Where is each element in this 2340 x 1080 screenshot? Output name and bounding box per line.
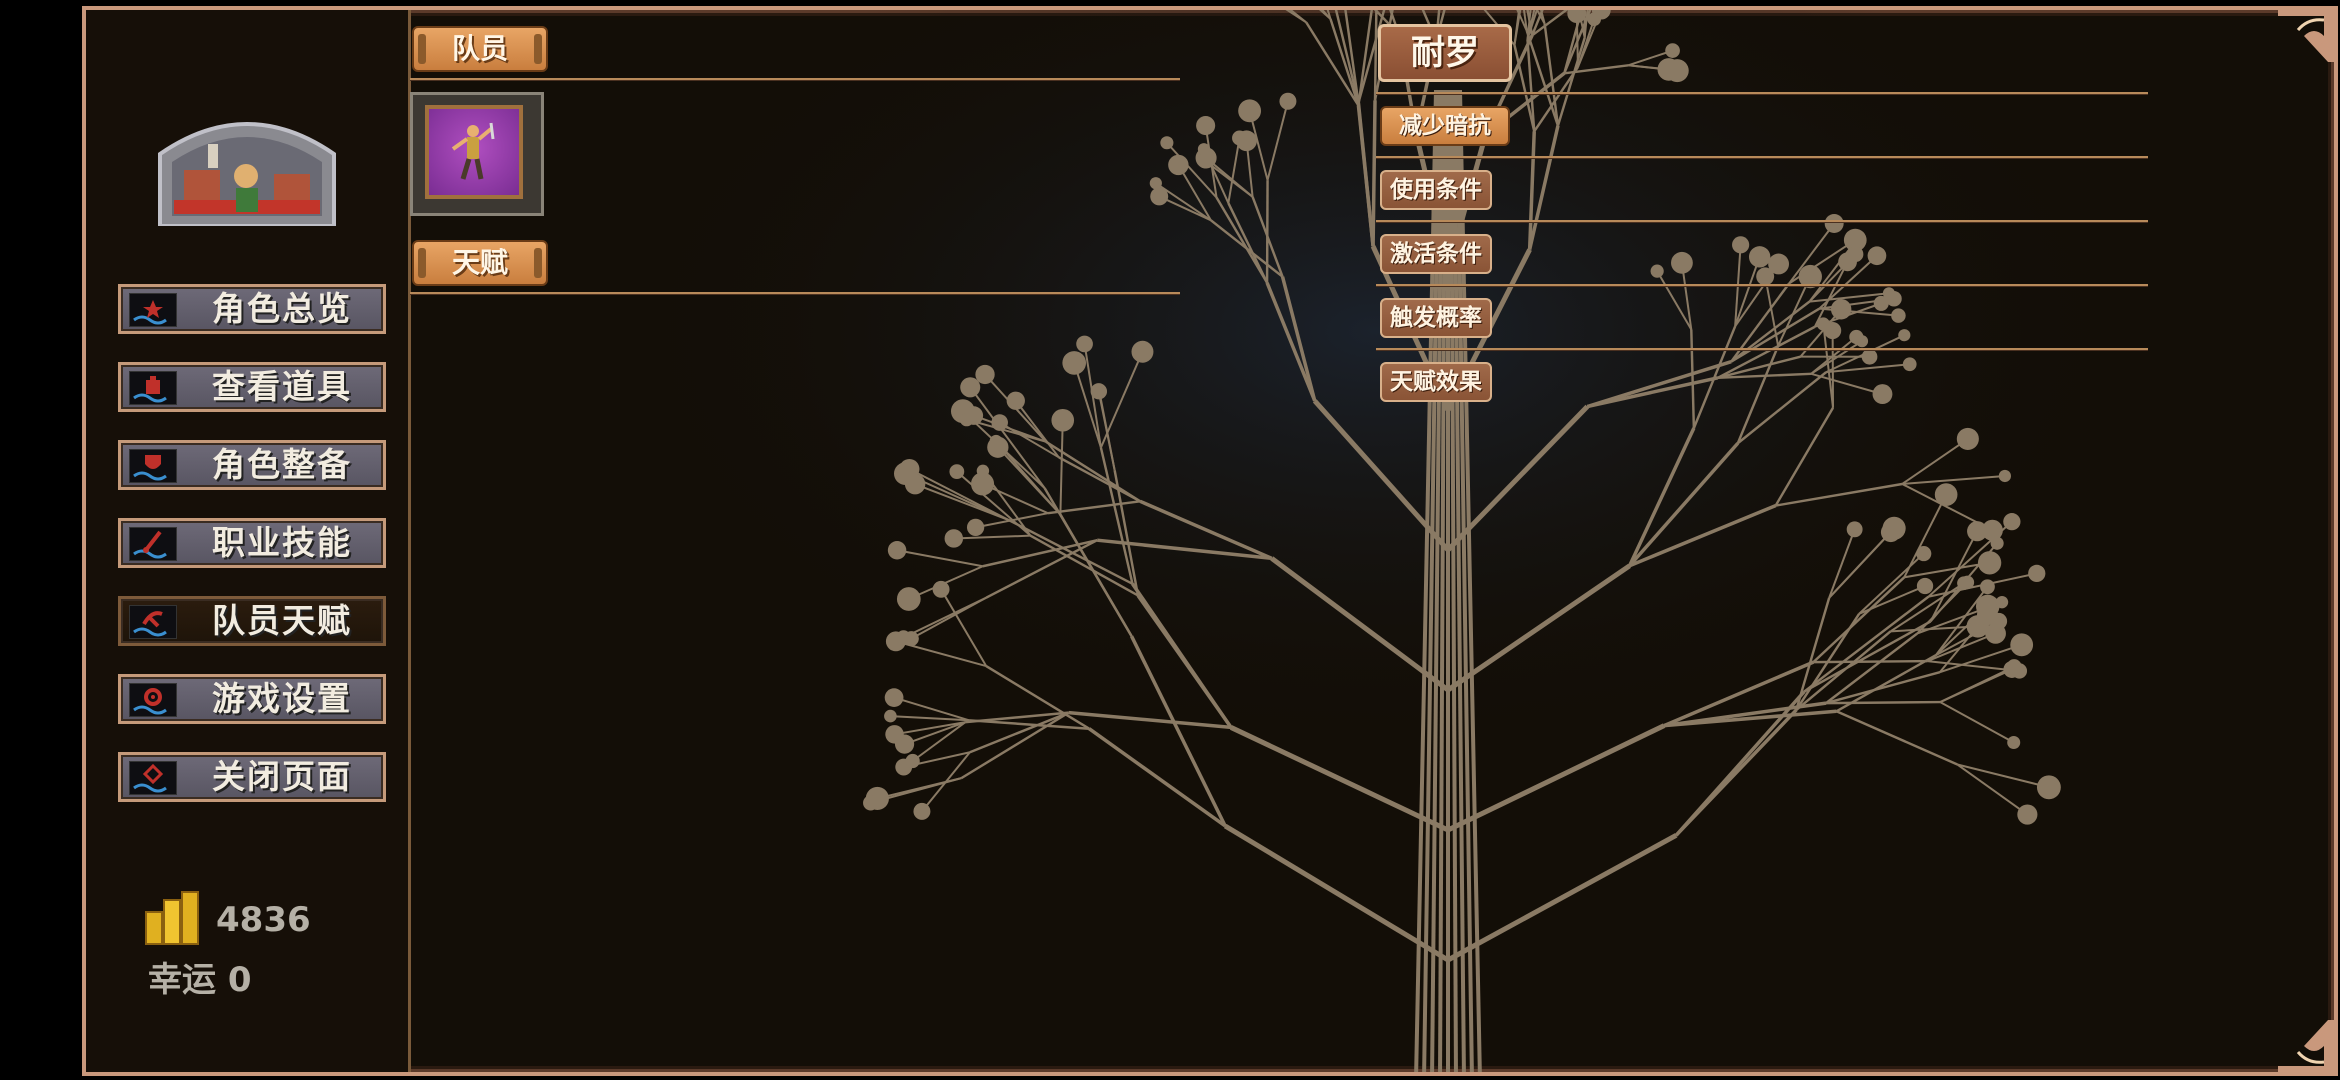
character-overview-icon [129, 293, 177, 327]
town-portrait-image [158, 122, 336, 226]
nav-label: 队员天赋 [212, 601, 352, 640]
gold-coins-icon [145, 891, 199, 945]
nav-label: 关闭页面 [212, 757, 352, 796]
divider [1376, 220, 2148, 222]
divider [1376, 284, 2148, 286]
close-page-icon [129, 761, 177, 795]
activation-condition-label: 激活条件 [1380, 234, 1492, 274]
member-portrait-frame [425, 105, 523, 199]
talent-effect-label: 天赋效果 [1380, 362, 1492, 402]
nav-label: 角色总览 [212, 289, 352, 328]
member-slot[interactable] [410, 92, 544, 216]
usage-condition-label: 使用条件 [1380, 170, 1492, 210]
nav-label: 职业技能 [212, 523, 352, 562]
items-icon [129, 371, 177, 405]
nav-character-overview[interactable]: 角色总览 [118, 284, 386, 334]
divider [1376, 92, 2148, 94]
divider [1376, 156, 2148, 158]
nav-view-items[interactable]: 查看道具 [118, 362, 386, 412]
nav-class-skills[interactable]: 职业技能 [118, 518, 386, 568]
equipment-icon [129, 449, 177, 483]
divider [1376, 348, 2148, 350]
gold-counter: 4836 [142, 890, 382, 950]
skills-icon [129, 527, 177, 561]
divider [410, 292, 1180, 294]
sidebar: 角色总览 查看道具 角色整备 [86, 10, 411, 1072]
nav-character-equipment[interactable]: 角色整备 [118, 440, 386, 490]
nav-label: 查看道具 [212, 367, 352, 406]
settings-gear-icon [129, 683, 177, 717]
trigger-chance-label: 触发概率 [1380, 298, 1492, 338]
nav-close-page[interactable]: 关闭页面 [118, 752, 386, 802]
talent-name-tag[interactable]: 减少暗抗 [1380, 106, 1510, 146]
character-sprite-icon [451, 122, 495, 180]
talent-window: 角色总览 查看道具 角色整备 [82, 6, 2338, 1076]
luck-value: 幸运 0 [148, 960, 252, 1000]
nav-label: 角色整备 [212, 445, 352, 484]
character-name: 耐罗 [1378, 24, 1512, 82]
gold-amount: 4836 [216, 900, 311, 940]
talent-tree-background [408, 10, 2334, 1072]
nav-member-talents[interactable]: 队员天赋 [118, 596, 386, 646]
nav-label: 游戏设置 [212, 679, 352, 718]
talent-section-tab: 天赋 [412, 240, 548, 286]
talent-icon [129, 605, 177, 639]
divider [410, 78, 1180, 80]
nav-game-settings[interactable]: 游戏设置 [118, 674, 386, 724]
members-section-tab: 队员 [412, 26, 548, 72]
